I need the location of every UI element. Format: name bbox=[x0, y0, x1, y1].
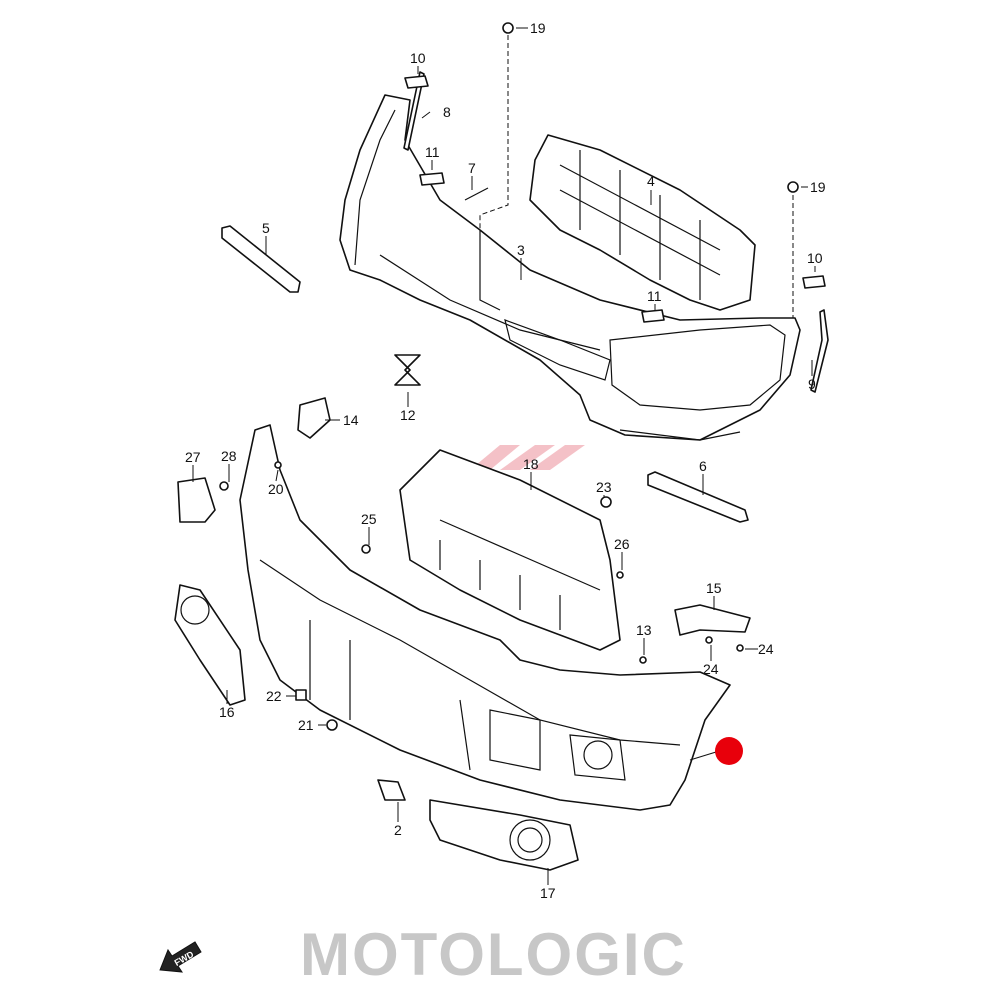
callout-10: 10 bbox=[807, 250, 823, 266]
grille-reinforcement-part-4[interactable] bbox=[529, 134, 756, 311]
pin-part-7[interactable] bbox=[464, 187, 489, 201]
marker-dot[interactable] bbox=[715, 737, 743, 765]
callout-24: 24 bbox=[758, 641, 774, 657]
callout-2: 2 bbox=[394, 822, 402, 838]
callout-5: 5 bbox=[262, 220, 270, 236]
callout-24: 24 bbox=[703, 661, 719, 677]
callout-3: 3 bbox=[517, 242, 525, 258]
callout-11: 11 bbox=[425, 144, 440, 160]
callout-10: 10 bbox=[410, 50, 426, 66]
bracket-part-27[interactable] bbox=[177, 477, 216, 523]
pad-part-10b[interactable] bbox=[802, 275, 826, 289]
callout-labels: 10 8 19 11 7 4 19 5 3 10 11 9 12 14 27 2… bbox=[185, 20, 826, 901]
front-bumper-cover[interactable] bbox=[239, 424, 731, 811]
callout-26: 26 bbox=[614, 536, 630, 552]
callout-21: 21 bbox=[298, 717, 314, 733]
pad-part-11[interactable] bbox=[419, 172, 445, 186]
molding-part-6[interactable] bbox=[647, 471, 749, 523]
watermark-logo bbox=[470, 445, 585, 470]
side-grille-part-16[interactable] bbox=[174, 584, 246, 706]
callout-12: 12 bbox=[400, 407, 416, 423]
callout-13: 13 bbox=[636, 622, 652, 638]
bracket-part-15[interactable] bbox=[674, 604, 751, 636]
callout-22: 22 bbox=[266, 688, 282, 704]
callout-23: 23 bbox=[596, 479, 612, 495]
fasteners bbox=[219, 461, 744, 731]
leader-lines bbox=[192, 27, 816, 885]
pad-part-10[interactable] bbox=[404, 75, 429, 89]
callout-18: 18 bbox=[523, 456, 539, 472]
watermark-text: MOTOLOGIC bbox=[300, 921, 687, 988]
emblem-part-12[interactable] bbox=[394, 354, 421, 386]
callout-15: 15 bbox=[706, 580, 722, 596]
callout-25: 25 bbox=[361, 511, 377, 527]
callout-27: 27 bbox=[185, 449, 201, 465]
front-grille-part-3[interactable] bbox=[339, 94, 801, 441]
clip-part-19a[interactable] bbox=[502, 22, 514, 34]
callout-14: 14 bbox=[343, 412, 359, 428]
tow-cap-part-2[interactable] bbox=[377, 779, 406, 801]
callout-4: 4 bbox=[647, 173, 655, 189]
strip-part-8[interactable] bbox=[403, 71, 425, 151]
pad-part-11b[interactable] bbox=[641, 309, 665, 323]
callout-19: 19 bbox=[810, 179, 826, 195]
fwd-arrow-icon: FWD bbox=[159, 941, 202, 973]
callout-9: 9 bbox=[808, 376, 816, 392]
callout-7: 7 bbox=[468, 160, 476, 176]
callout-19: 19 bbox=[530, 20, 546, 36]
clip-part-19b[interactable] bbox=[787, 181, 799, 193]
strip-part-9[interactable] bbox=[810, 309, 829, 393]
molding-part-5[interactable] bbox=[221, 225, 301, 293]
callout-16: 16 bbox=[219, 704, 235, 720]
callout-11: 11 bbox=[647, 288, 662, 304]
bracket-part-14[interactable] bbox=[297, 397, 331, 439]
callout-17: 17 bbox=[540, 885, 556, 901]
callout-8: 8 bbox=[443, 104, 451, 120]
bumper-absorber-part-18[interactable] bbox=[399, 449, 621, 651]
callout-20: 20 bbox=[268, 481, 284, 497]
fog-grille-part-17[interactable] bbox=[429, 799, 579, 871]
callout-28: 28 bbox=[221, 448, 237, 464]
callout-6: 6 bbox=[699, 458, 707, 474]
